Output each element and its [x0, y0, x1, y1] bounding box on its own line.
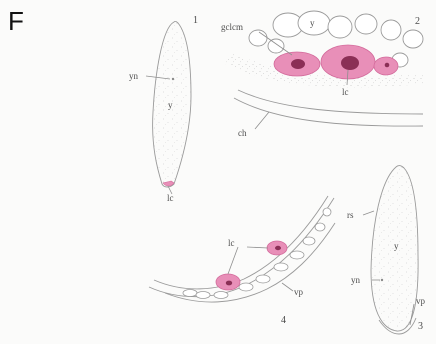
panel-3-label-vp: vp: [416, 296, 426, 306]
panel-4-vp-leader: [282, 283, 293, 291]
panel-2-yolk-sphere: [249, 30, 267, 46]
panel-4-follicle-cell: [256, 275, 270, 283]
panel-2-ch-membrane-inner: [238, 90, 423, 114]
panel-1-label-yn: yn: [129, 71, 139, 81]
panel-3-number: 3: [418, 321, 423, 332]
panel-4-follicle-cell: [323, 208, 331, 216]
panel-2-label-ch: ch: [238, 128, 247, 138]
panel-2-yolk-sphere: [355, 14, 377, 34]
panel-2-ch-membrane-outer: [234, 98, 423, 126]
panel-4-follicle-cell: [315, 223, 325, 231]
panel-4-follicle-cell: [214, 292, 228, 299]
panel-2-label-y: y: [310, 18, 315, 28]
panel-2-label-lc: lc: [342, 87, 349, 97]
panel-4-follicle-cell: [196, 292, 210, 299]
panel-4-label-vp: vp: [294, 287, 304, 297]
panel-2-yolk-sphere: [381, 20, 401, 40]
panel-3-rs-leader: [363, 211, 374, 215]
panel-3-label-y: y: [394, 241, 399, 251]
panel-4-label-lc: lc: [228, 238, 235, 248]
panel-3-label-rs: rs: [347, 210, 354, 220]
panel-4-lc-leader: [228, 247, 238, 274]
panel-2-number: 2: [415, 16, 420, 27]
panel-4-layer-outer: [149, 198, 334, 297]
panel-4-number: 4: [281, 315, 286, 326]
panel-2-lc-nucleus: [291, 59, 305, 69]
panel-3-label-yn: yn: [351, 275, 361, 285]
panel-2-lc-nucleus: [341, 56, 359, 70]
panel-3-yn-nucleus: [381, 279, 383, 281]
panel-2-yolk-sphere: [403, 30, 423, 48]
panel-2-ch-leader: [255, 112, 269, 129]
panel-4-lc-leader: [247, 247, 268, 248]
panel-2-label-gclcm: gclcm: [221, 22, 243, 32]
panel-2-yolk-sphere: [328, 16, 352, 38]
panel-4-lc-nucleus: [226, 281, 232, 286]
panel-4-follicle-cell: [290, 251, 304, 259]
panel-1-label-y: y: [168, 100, 173, 110]
panel-1-number: 1: [193, 15, 198, 26]
panel-2: 2 gclcm y lc ch: [221, 11, 423, 138]
panel-2-lc-nucleus: [385, 63, 390, 68]
panel-4-layer-inner: [154, 196, 328, 289]
panel-4: 4 lc vp: [149, 196, 335, 326]
panel-4-follicle-cell: [239, 283, 253, 291]
panel-4-follicle-cell: [183, 290, 197, 297]
panel-4-follicle-cell: [274, 263, 288, 271]
panel-1: 1 yn y lc: [129, 15, 198, 203]
panel-1-yn-nucleus: [172, 78, 174, 80]
panel-4-lc-nucleus: [275, 246, 281, 250]
panel-4-follicle-cell: [303, 237, 315, 245]
panel-3: 3 rs y yn vp: [347, 166, 426, 334]
panel-2-yolk-sphere: [268, 39, 284, 53]
panel-1-label-lc: lc: [167, 193, 174, 203]
